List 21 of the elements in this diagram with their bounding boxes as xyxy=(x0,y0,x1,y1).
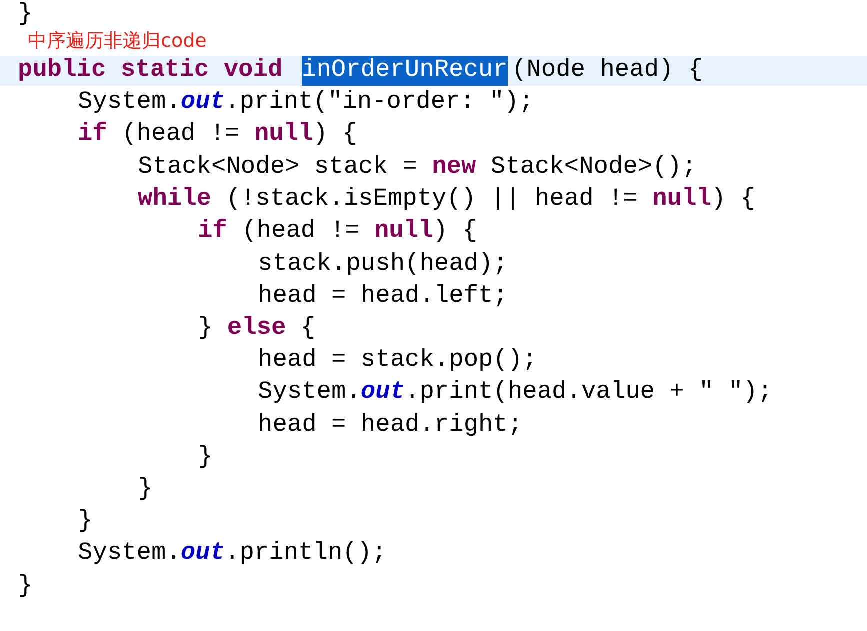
code-line: (Node head) { xyxy=(512,56,704,86)
code-line: if (head != null) { xyxy=(78,120,358,150)
code-line: head = head.left; xyxy=(258,282,508,312)
code-line: System.out.print(head.value + " "); xyxy=(258,378,773,408)
comment-label: 中序遍历非递归code xyxy=(28,29,207,54)
selected-method-name: inOrderUnRecur xyxy=(302,56,508,86)
code-line: head = head.right; xyxy=(258,411,523,441)
code-line: while (!stack.isEmpty() || head != null) { xyxy=(138,185,756,215)
code-line: System.out.println(); xyxy=(78,539,387,569)
code-line: } xyxy=(78,507,93,537)
code-line: } xyxy=(18,0,33,30)
code-line: if (head != null) { xyxy=(198,217,478,247)
code-line: public static void xyxy=(18,56,283,86)
code-line: } xyxy=(198,443,213,473)
code-line: } xyxy=(18,572,33,602)
code-line: stack.push(head); xyxy=(258,250,508,280)
code-line: } xyxy=(138,475,153,505)
code-line: System.out.print("in-order: "); xyxy=(78,88,534,118)
code-line: } else { xyxy=(198,314,316,344)
code-line: head = stack.pop(); xyxy=(258,346,538,376)
code-line: Stack<Node> stack = new Stack<Node>(); xyxy=(138,153,697,183)
